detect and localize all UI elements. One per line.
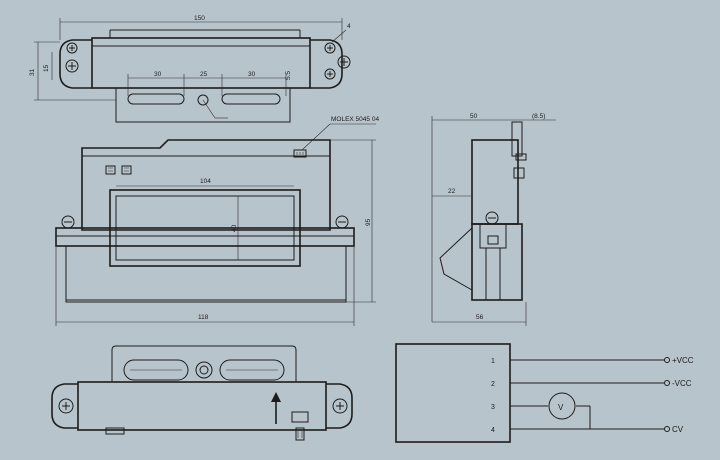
right-mounting-ear xyxy=(310,39,343,89)
right-mounting-ear xyxy=(326,383,353,429)
pin-2-label: 2 xyxy=(491,381,495,388)
dim-base-56: 56 xyxy=(476,314,484,321)
screw-icon xyxy=(324,42,336,54)
dim-height-15: 15 xyxy=(43,64,50,72)
wiring-diagram: 1 2 3 4 +VCC -VCC V CV xyxy=(395,343,694,443)
terminal-dot-icon xyxy=(664,357,670,363)
dim-height-95: 95 xyxy=(365,218,372,226)
front-view-housing xyxy=(81,139,331,231)
screw-icon xyxy=(337,55,351,69)
front-view: MOLEX 5045 04 104 40 95 118 xyxy=(55,116,379,326)
bottom-view-body xyxy=(77,381,327,431)
screw-icon xyxy=(332,398,348,414)
voltmeter-symbol: V xyxy=(558,403,564,412)
screw-icon xyxy=(61,215,75,229)
dim-slot-25: 25 xyxy=(200,71,208,78)
side-view-bracket xyxy=(439,227,473,291)
top-view: 150 4 31 15 30 25 30 5.5 xyxy=(29,15,351,123)
screw-icon xyxy=(485,211,499,225)
molex-connector-icon xyxy=(293,149,307,158)
connector-icon xyxy=(291,411,309,423)
screw-icon xyxy=(66,42,78,54)
dim-width-118: 118 xyxy=(198,314,209,321)
dim-height-31: 31 xyxy=(29,68,36,76)
dim-width-150: 150 xyxy=(194,15,205,22)
terminal-icon xyxy=(121,165,132,175)
left-mounting-ear xyxy=(51,383,78,429)
terminal-icon xyxy=(105,165,116,175)
pin-3-label: 3 xyxy=(491,404,495,411)
arrow-head-icon xyxy=(271,392,281,402)
dim-hole-4: 4 xyxy=(347,23,351,30)
dim-slot-30b: 30 xyxy=(248,71,256,78)
terminal-vcc-minus: -VCC xyxy=(672,379,692,388)
top-view-window xyxy=(115,88,291,123)
terminal-dot-icon xyxy=(664,426,670,432)
screw-icon xyxy=(324,68,336,80)
dim-window-22: 22 xyxy=(448,188,456,195)
front-view-base xyxy=(65,245,347,303)
bottom-view xyxy=(51,345,353,441)
dim-aperture-104: 104 xyxy=(200,178,211,185)
top-view-body xyxy=(91,37,311,89)
pin-1-label: 1 xyxy=(491,358,495,365)
dim-offset-8-5: (8.5) xyxy=(532,113,545,120)
voltmeter-icon xyxy=(548,392,576,420)
dim-slot-5-5: 5.5 xyxy=(285,71,292,80)
screw-icon xyxy=(65,59,79,73)
dim-slot-30a: 30 xyxy=(154,71,162,78)
left-mounting-ear xyxy=(59,39,92,89)
terminal-cv: CV xyxy=(672,425,684,434)
side-view: 50 (8.5) 22 56 xyxy=(431,113,556,326)
sensor-block xyxy=(395,343,511,443)
bottom-view-window xyxy=(111,345,297,382)
terminal-vcc-plus: +VCC xyxy=(672,356,694,365)
screw-icon xyxy=(335,215,349,229)
side-view-body xyxy=(471,139,519,225)
dim-depth-50: 50 xyxy=(470,113,478,120)
terminal-dot-icon xyxy=(664,380,670,386)
pin-4-label: 4 xyxy=(491,427,495,434)
screw-icon xyxy=(58,398,74,414)
molex-label: MOLEX 5045 04 xyxy=(331,116,379,123)
